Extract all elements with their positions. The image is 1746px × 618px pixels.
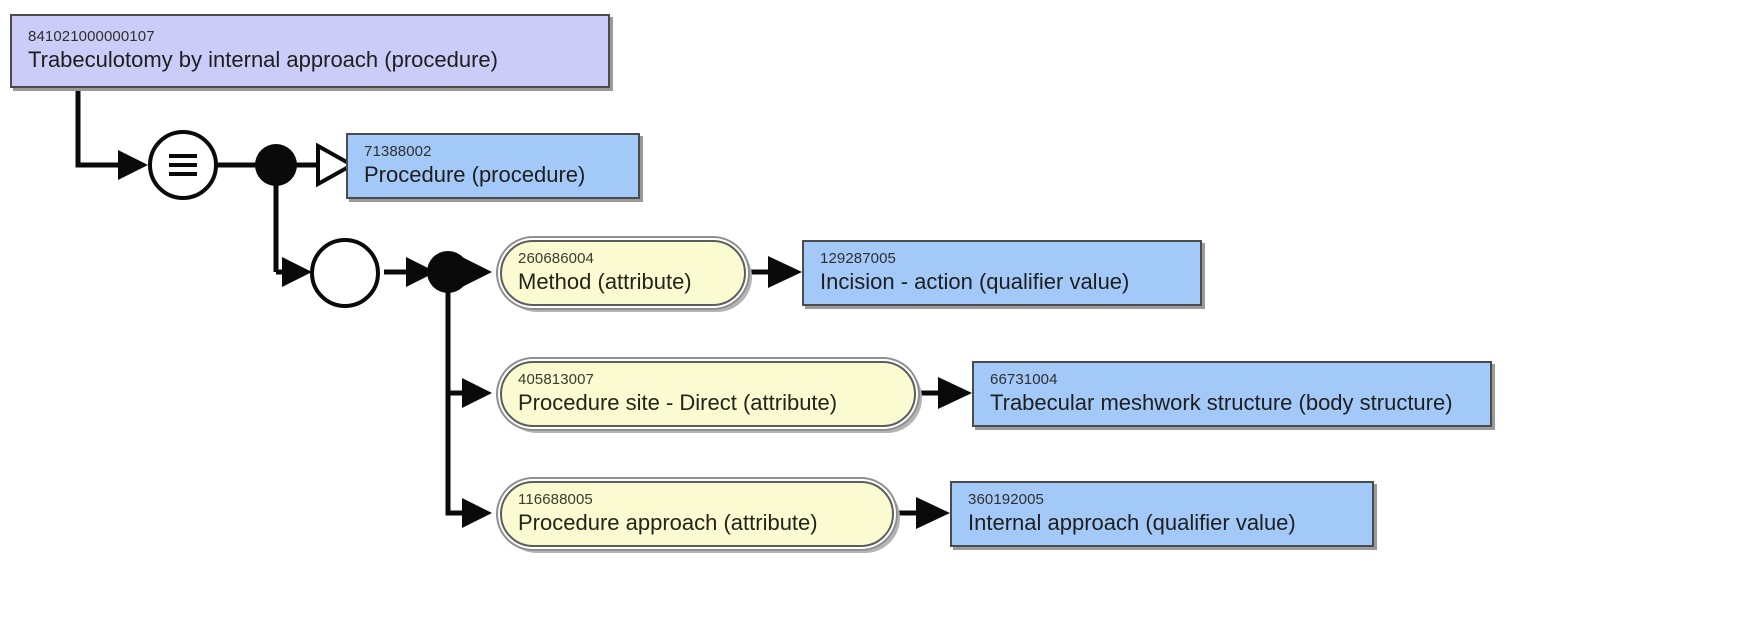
focus-concept-sctid: 841021000000107 — [28, 28, 155, 45]
attribute-procedure-approach-term: Procedure approach (attribute) — [518, 510, 818, 535]
edge-focus-to-defining — [75, 88, 148, 180]
defining-bar — [169, 172, 197, 176]
value-trabecular-meshwork-term: Trabecular meshwork structure (body stru… — [990, 390, 1453, 415]
value-internal-approach-term: Internal approach (qualifier value) — [968, 510, 1296, 535]
parent-concept-term: Procedure (procedure) — [364, 162, 586, 187]
defining-bar — [169, 163, 197, 167]
value-trabecular-meshwork-sctid: 66731004 — [990, 371, 1058, 388]
attribute-procedure-site-box[interactable]: 405813007 Procedure site - Direct (attri… — [500, 361, 916, 427]
edge-group-trunk — [445, 288, 492, 528]
value-incision-sctid: 129287005 — [820, 250, 896, 267]
value-incision-term: Incision - action (qualifier value) — [820, 269, 1130, 294]
attribute-method-sctid: 260686004 — [518, 250, 594, 267]
attribute-procedure-approach-box[interactable]: 116688005 Procedure approach (attribute) — [500, 481, 894, 547]
conjunction-node-icon — [255, 144, 297, 186]
value-trabecular-meshwork-box[interactable]: 66731004 Trabecular meshwork structure (… — [972, 361, 1492, 427]
attribute-method-box[interactable]: 260686004 Method (attribute) — [500, 240, 746, 306]
attribute-method-term: Method (attribute) — [518, 269, 692, 294]
attribute-procedure-site-sctid: 405813007 — [518, 371, 594, 388]
edge-conjunction-to-rolegroup — [273, 180, 312, 287]
parent-concept-sctid: 71388002 — [364, 143, 432, 160]
focus-concept-term: Trabeculotomy by internal approach (proc… — [28, 47, 498, 72]
value-internal-approach-sctid: 360192005 — [968, 491, 1044, 508]
value-internal-approach-box[interactable]: 360192005 Internal approach (qualifier v… — [950, 481, 1374, 547]
parent-concept-box[interactable]: 71388002 Procedure (procedure) — [346, 133, 640, 199]
group-conjunction-node-icon — [427, 251, 469, 293]
role-group-icon — [310, 238, 380, 308]
edge-isa-to-parent — [290, 142, 357, 188]
edge-site-to-meshwork — [918, 377, 972, 409]
focus-concept-box[interactable]: 841021000000107 Trabeculotomy by interna… — [10, 14, 610, 88]
edge-method-to-incision — [748, 256, 802, 288]
value-incision-box[interactable]: 129287005 Incision - action (qualifier v… — [802, 240, 1202, 306]
attribute-procedure-approach-sctid: 116688005 — [518, 491, 593, 508]
attribute-procedure-site-term: Procedure site - Direct (attribute) — [518, 390, 838, 415]
sufficiently-defined-icon — [148, 130, 218, 200]
defining-bar — [169, 154, 197, 158]
edge-approach-to-internal — [896, 497, 950, 529]
